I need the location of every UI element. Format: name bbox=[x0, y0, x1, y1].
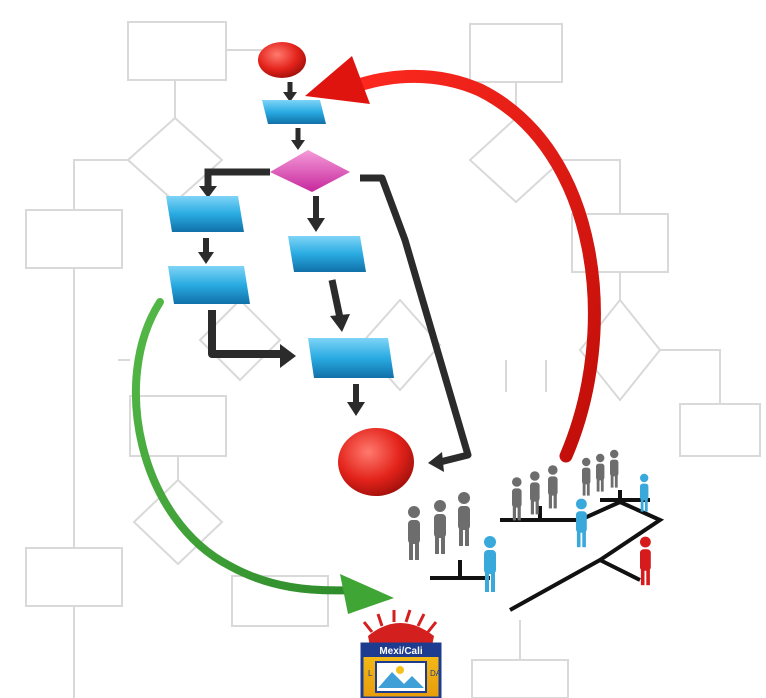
process-box-top bbox=[262, 100, 326, 124]
red-feedback-arrow bbox=[305, 56, 601, 463]
seal-emblem: Mexi/Cali L DA bbox=[360, 609, 442, 698]
process-box-center-2 bbox=[308, 338, 394, 378]
process-box-left-1 bbox=[166, 196, 244, 232]
people-group-middle bbox=[512, 465, 558, 521]
green-feedback-arrow bbox=[131, 298, 394, 614]
process-box-left-2 bbox=[168, 266, 250, 304]
people-blue bbox=[484, 473, 649, 592]
end-terminal bbox=[338, 428, 414, 496]
decision-diamond bbox=[270, 150, 350, 192]
seal-side-letters-left: L bbox=[368, 669, 373, 678]
person-red bbox=[640, 536, 651, 586]
org-chart bbox=[408, 449, 665, 612]
seal-text: Mexi/Cali bbox=[379, 646, 423, 657]
people-group-right bbox=[582, 449, 619, 496]
process-box-center-1 bbox=[288, 236, 366, 272]
seal-side-letters-right: DA bbox=[430, 669, 442, 678]
start-terminal bbox=[258, 42, 306, 78]
people-group-left bbox=[408, 492, 470, 560]
flowchart bbox=[166, 42, 472, 496]
